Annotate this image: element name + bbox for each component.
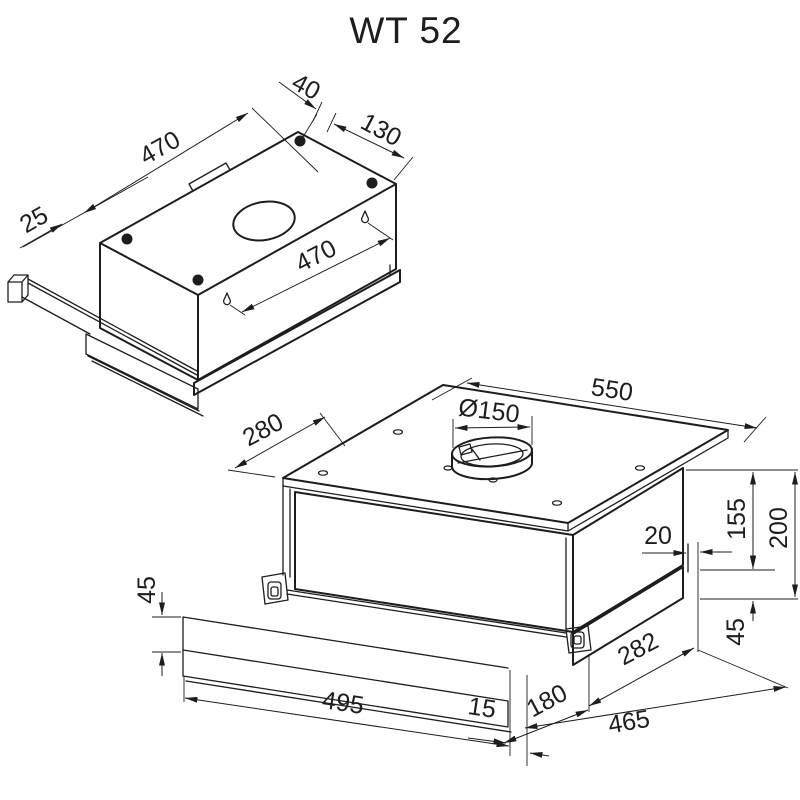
dim-label-slide-depth: 180 xyxy=(522,679,572,723)
dim-label-lip: 15 xyxy=(466,692,498,724)
dim-label-hole-offset: 40 xyxy=(287,68,325,106)
dim-label-width: 550 xyxy=(589,373,634,407)
bottom-view-switch-blocks xyxy=(261,572,592,654)
dim-label-height-total: 200 xyxy=(765,507,793,549)
dim-label-side-offset: 130 xyxy=(356,108,406,152)
top-view: 470 40 130 25 470 xyxy=(7,68,414,417)
dim-label-panel-width: 495 xyxy=(320,686,365,720)
bottom-view-dimensions: 550 Ø150 280 20 155 200 45 45 282 495 15… xyxy=(133,373,799,766)
dim-label-width-side: 470 xyxy=(291,234,341,278)
dim-label-height-body: 155 xyxy=(723,498,751,540)
dim-label-depth: 280 xyxy=(238,408,288,452)
dim-label-step: 20 xyxy=(644,522,672,550)
dim-label-panel-band-height: 45 xyxy=(133,576,161,604)
dim-label-duct-diameter: Ø150 xyxy=(457,393,521,428)
dim-label-front-band-height: 45 xyxy=(722,618,750,646)
top-view-holes xyxy=(121,135,378,306)
dim-label-width-top: 470 xyxy=(135,126,185,171)
bottom-view-holes xyxy=(317,429,646,506)
page-title: WT 52 xyxy=(349,10,462,51)
top-view-dimensions: 470 40 130 25 470 xyxy=(15,68,414,316)
dim-label-inner-width: 465 xyxy=(606,705,652,740)
bottom-view: 550 Ø150 280 20 155 200 45 45 282 495 15… xyxy=(133,373,799,766)
top-view-body xyxy=(7,131,401,417)
dim-label-drawer-depth: 282 xyxy=(613,627,663,671)
